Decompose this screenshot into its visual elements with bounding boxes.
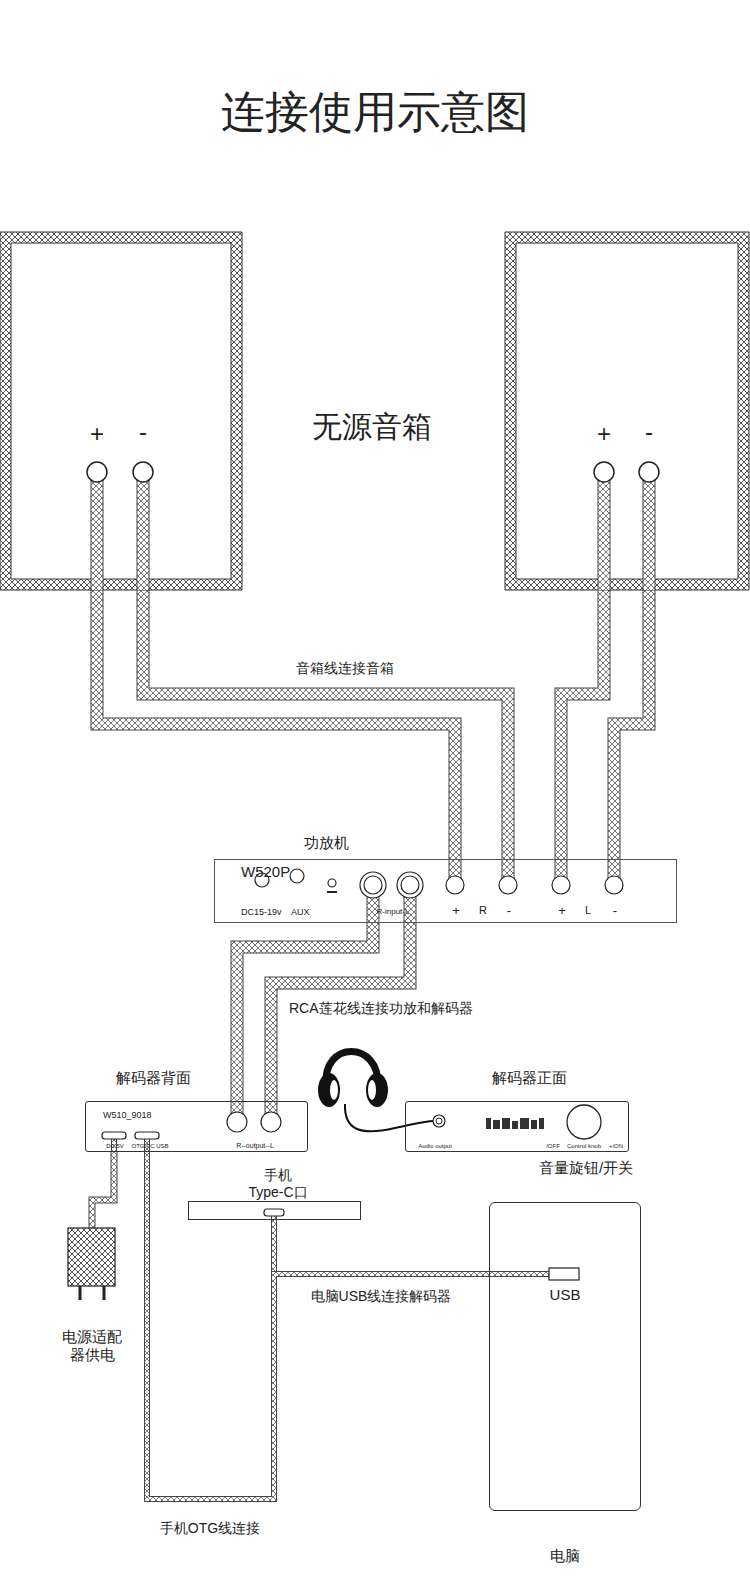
node-text: W510_9018: [103, 1110, 152, 1121]
node-text: Control knob: [567, 1143, 601, 1150]
node-text: 功放机: [304, 834, 349, 852]
wire-stub: [97, 472, 649, 1274]
node-text: W520P: [241, 863, 290, 881]
node-text: USB: [550, 1286, 581, 1304]
device-box: 解码器正面Audio output/OFFControl knob+/ON: [405, 1101, 629, 1152]
cable-label: RCA莲花线连接功放和解码器: [286, 1000, 476, 1017]
speaker-frame: [0, 232, 242, 590]
cable: [561, 590, 604, 859]
device-box: USB电脑: [489, 1202, 641, 1511]
cable-outline: [143, 590, 508, 859]
headphones-icon: [318, 1052, 433, 1132]
cable-label: 电脑USB线连接解码器: [308, 1288, 455, 1305]
cable-outline: [147, 1152, 489, 1499]
node-text: -: [507, 903, 511, 919]
node-text: -: [613, 903, 617, 919]
node-text: +: [597, 420, 611, 449]
node-text: -: [645, 418, 653, 447]
switch-symbol: [327, 891, 337, 893]
label: 无源音箱: [312, 409, 432, 445]
node-text: 解码器正面: [492, 1069, 567, 1087]
cable-outline: [147, 1152, 274, 1499]
node-text: 手机: [264, 1167, 292, 1184]
node-text: /OFF: [546, 1143, 560, 1150]
node-text: R: [479, 904, 487, 917]
speaker-terminal: [87, 462, 659, 482]
cable-body: [97, 590, 455, 859]
node-text: R--output--L: [236, 1142, 274, 1150]
cable-body: [147, 1152, 274, 1499]
cable: [147, 1152, 274, 1499]
node-text: +: [90, 420, 104, 449]
decoder-front-parts: [433, 1105, 601, 1139]
device-box: 功放机W520PDC15-19vAUXR-input-L+R-+L-: [214, 859, 677, 923]
type-c-port: [264, 1209, 284, 1216]
cable-outline: [561, 590, 604, 859]
node-text: L: [585, 904, 591, 917]
node-text: DC 5V: [106, 1143, 124, 1150]
cable-outline: [614, 590, 649, 859]
cable: [147, 1152, 489, 1499]
cable-label: 音箱线连接音箱: [293, 660, 397, 677]
node-text: Type-C口: [248, 1184, 307, 1201]
device-box: +-: [0, 232, 242, 590]
node-text: -: [139, 418, 147, 447]
device-box: +-: [505, 232, 749, 590]
cable-label: 手机OTG线连接: [157, 1520, 263, 1537]
cable: [143, 590, 508, 859]
node-text: 解码器背面: [116, 1069, 191, 1087]
cable-body: [143, 590, 508, 859]
amplifier-parts: [255, 869, 623, 898]
node-text: Audio output: [418, 1143, 452, 1150]
power-adapter: [68, 1228, 115, 1300]
cable: [92, 1152, 114, 1228]
usb-plug: [549, 1268, 579, 1280]
cable-body: [92, 1152, 114, 1228]
node-text: 电脑: [550, 1547, 580, 1565]
node-text: OTG/PC USB: [131, 1143, 168, 1150]
label: 音量旋钮/开关: [539, 1159, 633, 1177]
cable-body: [147, 1152, 489, 1499]
title: 连接使用示意图: [221, 86, 529, 139]
device-box: 解码器背面W510_9018DC 5VOTG/PC USBR--output--…: [85, 1101, 308, 1152]
device-box: 手机Type-C口: [188, 1201, 361, 1220]
cable: [97, 590, 455, 859]
cable-body: [561, 590, 604, 859]
cable-body: [614, 590, 649, 859]
cable: [614, 590, 649, 859]
cable-outline: [97, 590, 455, 859]
node-text: 电源适配器供电: [59, 1328, 125, 1364]
cable-outline: [92, 1152, 114, 1228]
node-text: +: [558, 903, 566, 919]
device-box: 电源适配器供电: [68, 1228, 115, 1286]
node-text: +/ON: [609, 1143, 623, 1150]
node-text: +: [452, 903, 460, 919]
speaker-frame: [505, 232, 749, 590]
node-text: AUX: [291, 907, 310, 918]
node-text: DC15-19v: [241, 907, 282, 918]
node-text: R-input-L: [377, 907, 410, 917]
